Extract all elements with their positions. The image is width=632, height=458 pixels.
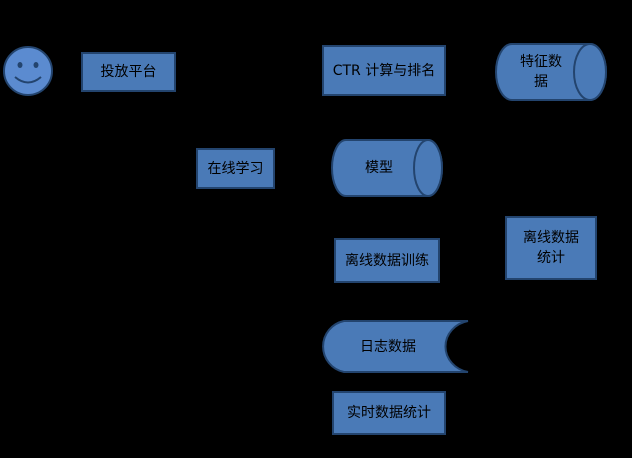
ad-platform-box: 投放平台 xyxy=(81,52,176,92)
edge-label-ad: 广告 xyxy=(214,95,241,110)
edge-label-get-features: 获取特征 xyxy=(447,32,500,47)
edge-label-ad-request-1: 广告请求 xyxy=(40,35,93,50)
model-label: 模型 xyxy=(365,160,393,176)
smiley-face-icon xyxy=(3,46,53,96)
feature-db-cylinder xyxy=(495,43,607,101)
offline-stats-label-line2: 统计 xyxy=(537,250,565,266)
log-data-label: 日志数据 xyxy=(360,338,416,355)
offline-training-label: 离线数据训练 xyxy=(345,252,429,269)
edge-label-update-1: 更新 xyxy=(289,141,316,156)
ctr-rank-box: CTR 计算与排名 xyxy=(322,45,446,96)
model-cylinder xyxy=(331,139,443,197)
realtime-stats-label: 实时数据统计 xyxy=(347,405,431,421)
offline-stats-box: 离线数据 统计 xyxy=(505,216,597,280)
arrow-log-data-to-offline-stats xyxy=(444,278,560,348)
offline-training-box: 离线数据训练 xyxy=(334,238,440,283)
feature-db-label-line1: 特征数 xyxy=(520,54,562,70)
ad-platform-label: 投放平台 xyxy=(100,64,157,80)
feature-db-label-line2: 据 xyxy=(534,74,548,90)
feature-db-label: 特征数 据 xyxy=(498,44,584,100)
ctr-rank-label: CTR 计算与排名 xyxy=(332,62,436,79)
edge-label-update-2: 更新 xyxy=(348,215,375,230)
realtime-stats-box: 实时数据统计 xyxy=(332,391,446,435)
log-data-storage xyxy=(322,320,469,373)
online-learning-label: 在线学习 xyxy=(207,160,264,177)
offline-stats-label-line1: 离线数据 xyxy=(523,230,579,246)
online-learning-box: 在线学习 xyxy=(196,148,275,189)
edge-label-ad-request-2: 广告请求 xyxy=(203,43,256,58)
edge-label-log: 日志 xyxy=(91,127,118,142)
arrow-realtime-stats-to-feature-db xyxy=(446,76,615,414)
